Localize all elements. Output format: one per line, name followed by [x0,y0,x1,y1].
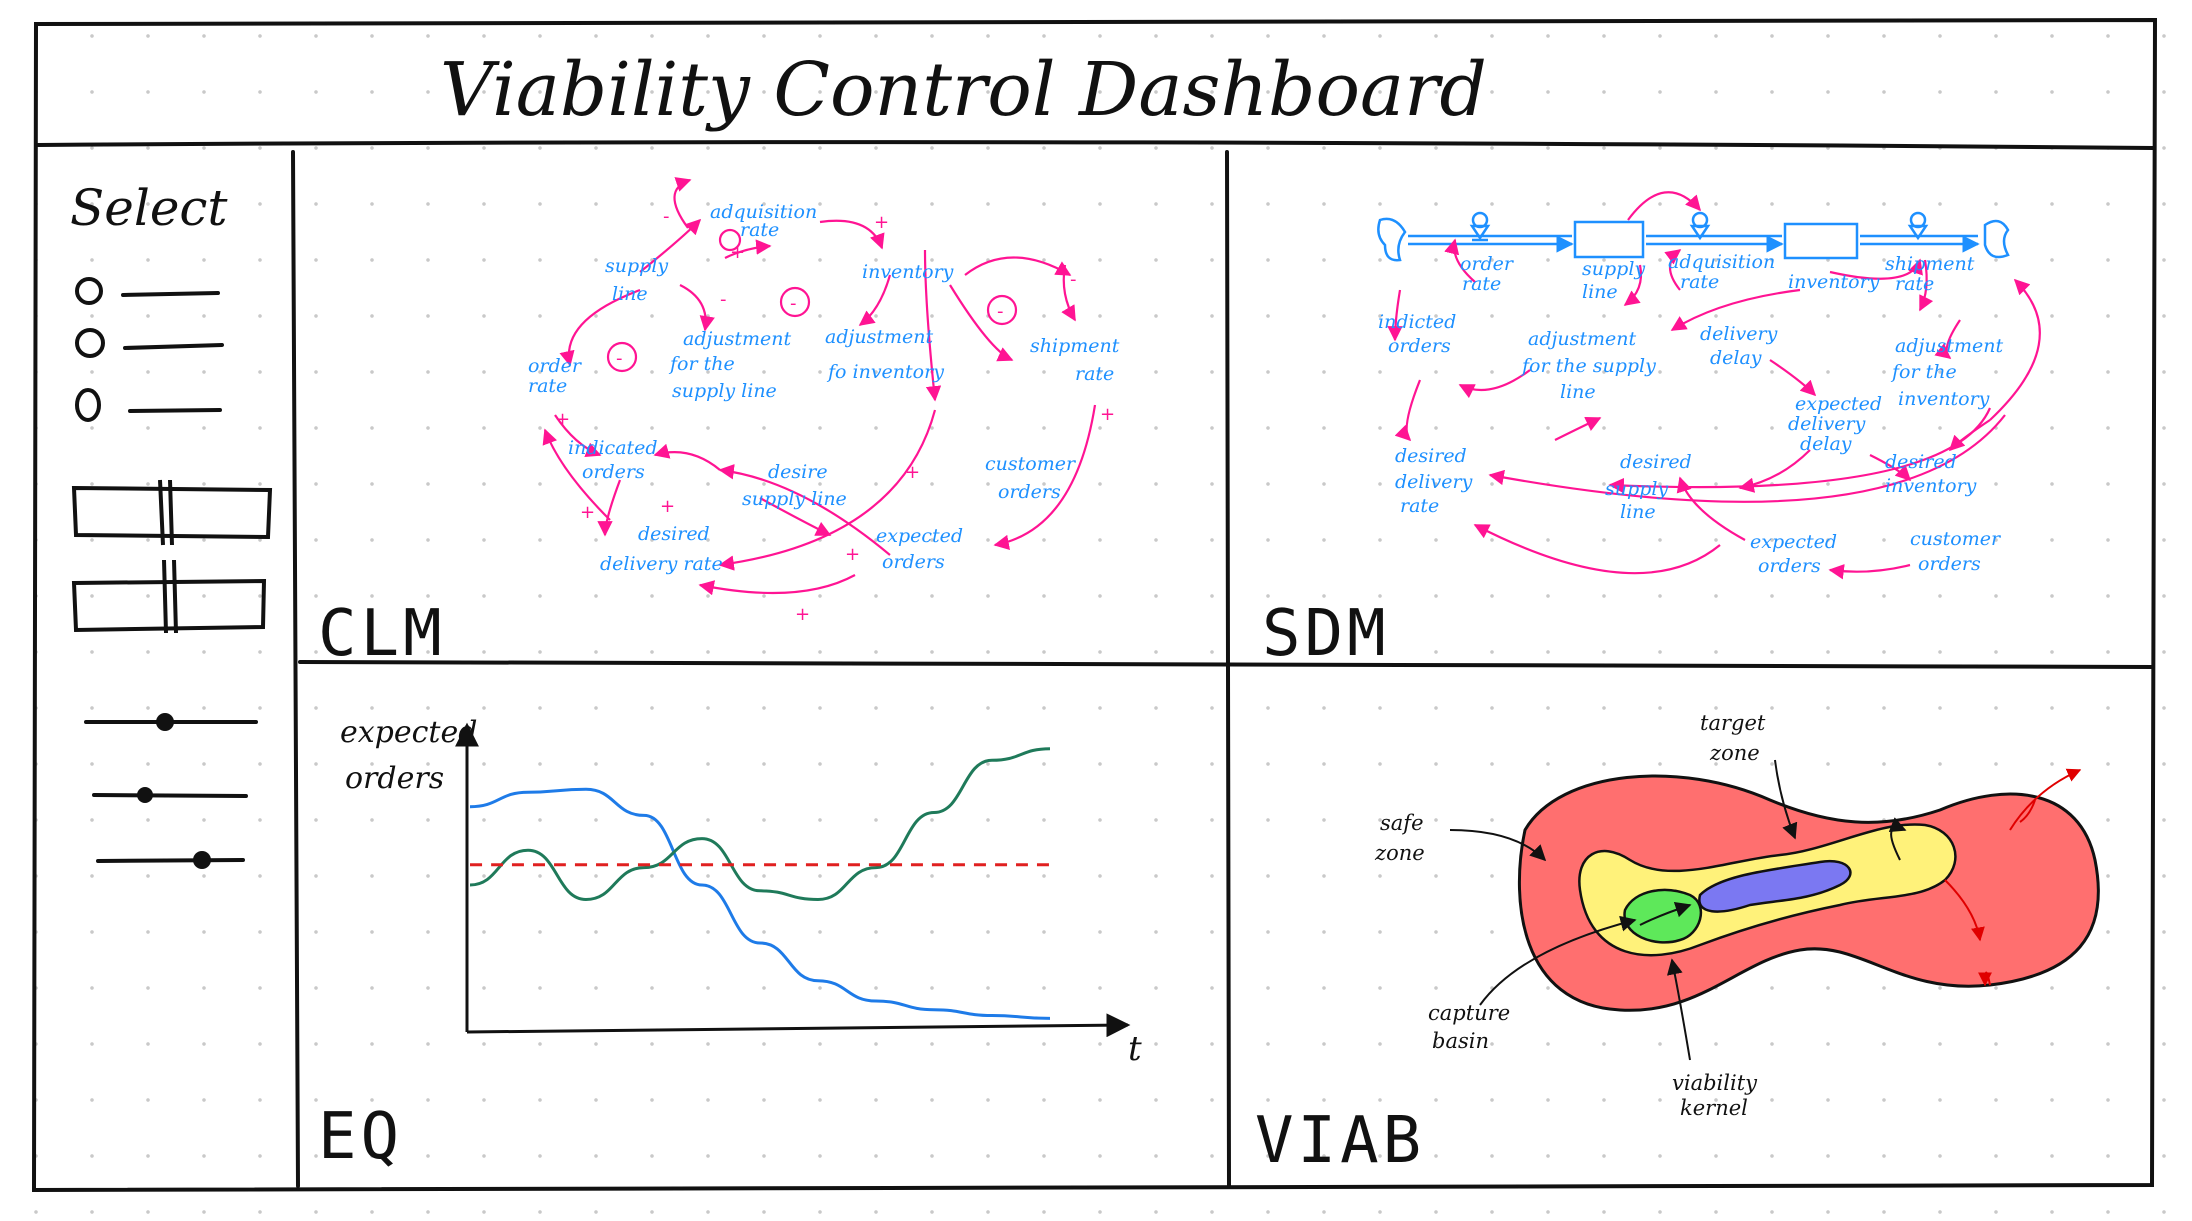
clm-sign-2: + [730,242,745,263]
eq-label: EQ [318,1100,403,1174]
dashboard-frame [31,17,2158,1193]
clm-sign-8: - [1070,269,1077,290]
dashboard-title: Viability Control Dashboard [440,47,1487,133]
radio-option-3[interactable] [75,388,222,422]
range-slider-1[interactable] [71,479,273,546]
eq-x-axis-label: t [1128,1029,1142,1069]
select-label: Select [70,179,228,237]
clm-sign-9: + [905,462,920,483]
sdm-node-inventory: inventory [1788,271,1880,293]
clm-sign-1: - [663,206,670,227]
clm-sign-5: + [555,409,570,430]
clm-sign-4: - [720,289,727,310]
sidebar: Select [70,179,273,869]
clm-sign-11: + [795,604,810,625]
viab-capture-region [1623,888,1702,944]
track-slider-3[interactable] [96,851,245,869]
range-slider-2[interactable] [71,559,267,634]
clm-sign-12: + [660,496,675,517]
clm-sign-13: - [616,348,623,369]
viab-annotation-arrows [1449,759,1798,1061]
clm-sign-3: + [874,212,889,233]
clm-signs: - + + - + + + - + + + + - - - [555,206,1115,625]
sdm-panel: SDM [1262,191,2041,671]
clm-sign-14: - [790,293,797,314]
clm-sign-6: + [580,502,595,523]
clm-sign-15: - [997,301,1004,322]
clm-panel: CLM - [318,177,1120,671]
track-slider-2[interactable] [92,787,248,803]
eq-series-group [469,747,1051,1020]
eq-series-line-2 [469,747,1051,902]
clm-links [542,177,1097,596]
viab-trajectories [1639,768,2082,987]
sdm-stocks-flows [1377,211,2010,260]
eq-axes [455,722,1131,1038]
viab-target-region [1698,859,1852,913]
clm-sign-10: + [845,544,860,565]
radio-option-2[interactable] [75,328,224,358]
viab-label: VIAB [1255,1104,1425,1178]
clm-sign-7: + [1100,404,1115,425]
eq-series-line-1 [469,787,1051,1020]
radio-option-1[interactable] [75,277,220,305]
clm-node-inventory: inventory [862,261,954,283]
sdm-links [1387,191,2041,580]
clm-label: CLM [318,597,446,671]
track-slider-1[interactable] [84,713,258,731]
sdm-label: SDM [1262,597,1390,671]
